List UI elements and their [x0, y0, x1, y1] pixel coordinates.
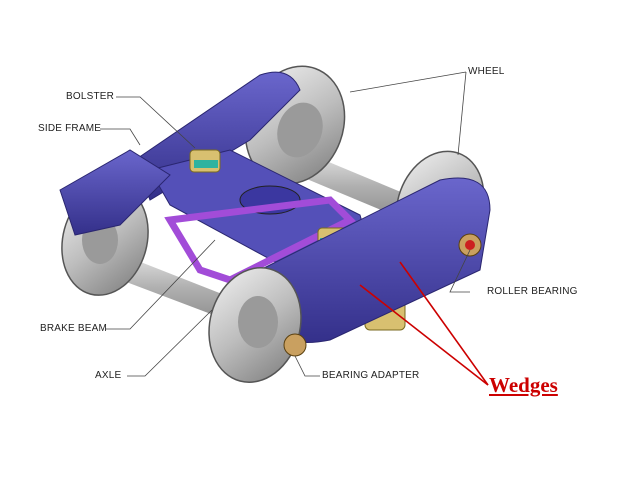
label-roller-bearing: ROLLER BEARING: [487, 286, 578, 297]
leader-lines: [100, 71, 471, 377]
label-brake-beam: BRAKE BEAM: [40, 323, 108, 334]
label-wheel: WHEEL: [468, 66, 505, 77]
label-side-frame: SIDE FRAME: [38, 123, 102, 134]
label-axle: AXLE: [95, 370, 122, 381]
brake-beam: [164, 196, 356, 284]
label-bearing-adapter: BEARING ADAPTER: [322, 370, 420, 381]
wedge-pointers: [359, 261, 489, 386]
label-wedges: Wedges: [489, 373, 558, 397]
side-frame-left: [59, 149, 171, 236]
bearing-adapter: [283, 333, 307, 357]
label-bolster: BOLSTER: [66, 91, 115, 102]
